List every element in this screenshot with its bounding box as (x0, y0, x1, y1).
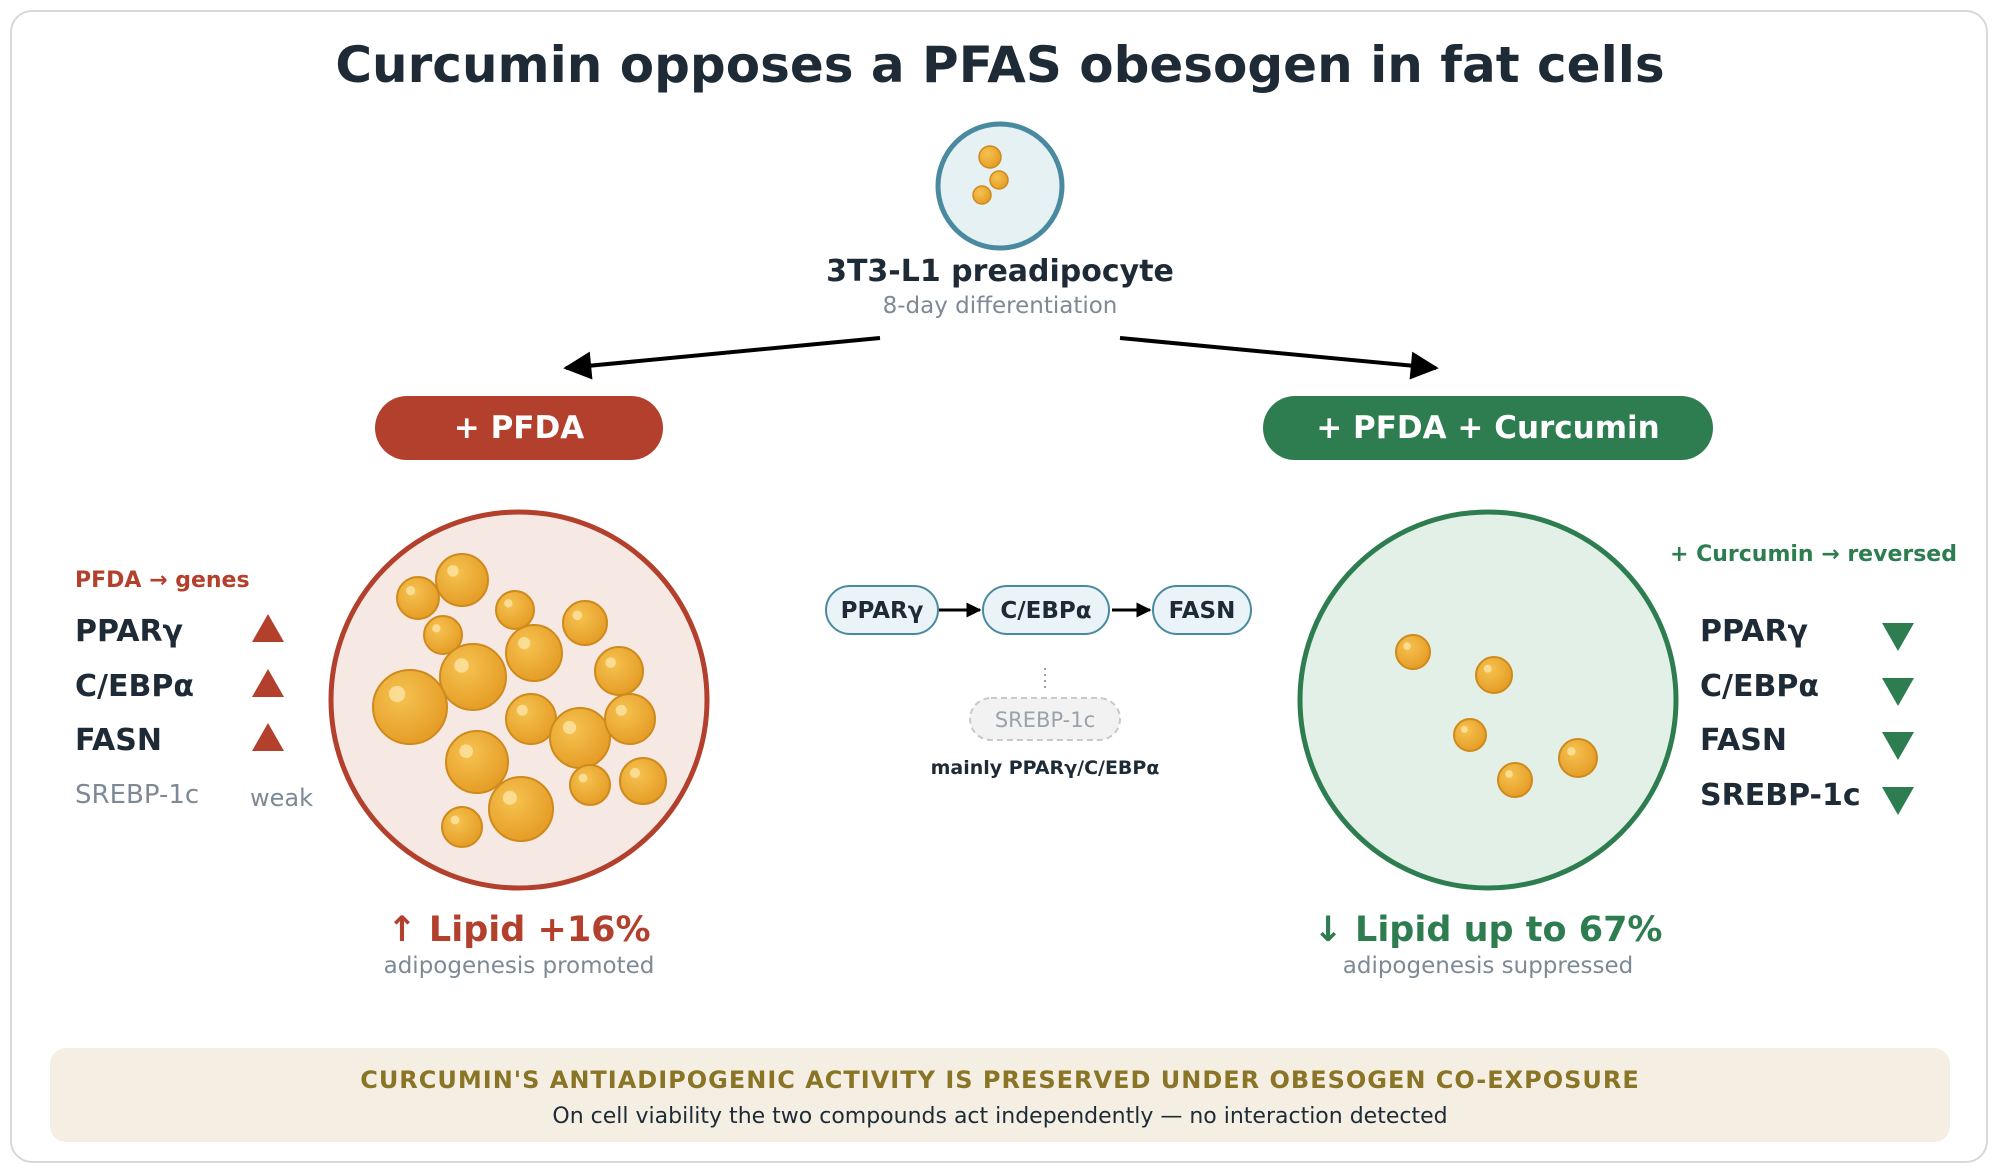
pfda-adipocyte-cell (328, 509, 710, 891)
srebp1c-weak-note: weak (250, 784, 313, 812)
lipid-droplet (569, 764, 611, 806)
lipid-droplet (1475, 656, 1513, 694)
page-title: Curcumin opposes a PFAS obesogen in fat … (335, 36, 1664, 94)
curcumin-genes-heading: + Curcumin → reversed (1670, 542, 1957, 567)
droplet-highlight (454, 658, 469, 673)
pathway-node-cebpa: C/EBPα (982, 585, 1110, 635)
droplet-highlight (450, 815, 460, 825)
droplet-highlight (447, 565, 459, 577)
droplet-highlight (1403, 642, 1411, 650)
pathway-minor-label: SREBP-1c (995, 708, 1095, 732)
droplet-highlight (388, 685, 406, 703)
pfda-lipid-result: ↑ Lipid +16% (387, 910, 650, 950)
curcumin-gene-srebp1c: SREBP-1c (1700, 778, 1861, 813)
lipid-droplet (604, 693, 656, 745)
conclusion-banner: CURCUMIN'S ANTIADIPOGENIC ACTIVITY IS PR… (50, 1048, 1950, 1142)
banner-headline: CURCUMIN'S ANTIADIPOGENIC ACTIVITY IS PR… (360, 1066, 1640, 1094)
droplet-highlight (502, 790, 517, 805)
lipid-droplet (505, 693, 557, 745)
droplet-highlight (432, 624, 441, 633)
droplet-highlight (1460, 725, 1468, 733)
droplet-highlight (572, 610, 583, 621)
lipid-droplet (488, 776, 554, 842)
droplet-highlight (578, 773, 588, 783)
pfda-genes-heading: PFDA → genes (75, 568, 250, 593)
start-cell-label: 3T3-L1 preadipocyte (826, 254, 1174, 289)
lipid-droplet (619, 757, 667, 805)
pfda-gene-pparg: PPARγ (75, 614, 183, 649)
curcumin-adipocyte-cell (1297, 509, 1679, 891)
pfda-pill-label: + PFDA (454, 410, 584, 446)
lipid-droplet (1453, 718, 1487, 752)
lipid-droplet (562, 600, 608, 646)
lipid-droplet (505, 624, 563, 682)
start-cell-sublabel: 8-day differentiation (883, 293, 1118, 319)
curcumin-result-sub: adipogenesis suppressed (1343, 953, 1633, 979)
pathway-node-label: PPARγ (841, 598, 924, 624)
lipid-droplet (435, 553, 489, 607)
up-arrow-icon (252, 669, 284, 697)
droplet-highlight (459, 744, 473, 758)
pfda-gene-srebp1c: SREBP-1c (75, 780, 199, 810)
curcumin-lipid-result: ↓ Lipid up to 67% (1314, 910, 1663, 950)
pathway-note: mainly PPARγ/C/EBPα (931, 757, 1160, 779)
preadipocyte-cell (935, 121, 1065, 251)
curcumin-gene-pparg: PPARγ (1700, 614, 1808, 649)
lipid-droplet (549, 707, 611, 769)
lipid-droplet (495, 590, 535, 630)
droplet-highlight (1505, 770, 1513, 778)
arrow-to-curcumin (1119, 336, 1439, 380)
lipid-droplet (441, 806, 483, 848)
down-arrow-icon (1882, 623, 1914, 651)
droplet-highlight (516, 704, 528, 716)
pfda-result-sub: adipogenesis promoted (384, 953, 655, 979)
pathway-node-label: C/EBPα (1000, 598, 1091, 624)
curcumin-condition-pill: + PFDA + Curcumin (1263, 396, 1713, 460)
signaling-pathway: PPARγ C/EBPα FASN SREBP-1c mainly PPARγ/… (825, 585, 1252, 779)
lipid-droplet (594, 646, 644, 696)
lipid-droplet (989, 170, 1009, 190)
lipid-droplet (1558, 738, 1598, 778)
curcumin-pill-label: + PFDA + Curcumin (1316, 410, 1660, 446)
pfda-condition-pill: + PFDA (375, 396, 663, 460)
lipid-droplet (972, 185, 992, 205)
droplet-highlight (504, 599, 513, 608)
banner-subtext: On cell viability the two compounds act … (552, 1104, 1447, 1129)
down-arrow-icon (1882, 787, 1914, 815)
up-arrow-icon (252, 723, 284, 751)
lipid-droplet (439, 643, 507, 711)
lipid-droplet (372, 669, 448, 745)
pfda-gene-cebpa: C/EBPα (75, 669, 194, 704)
curcumin-gene-fasn: FASN (1700, 723, 1787, 758)
droplet-highlight (615, 704, 627, 716)
pathway-node-fasn: FASN (1152, 585, 1252, 635)
lipid-droplet (445, 730, 509, 794)
droplet-highlight (406, 586, 416, 596)
lipid-droplet (1395, 634, 1431, 670)
down-arrow-icon (1882, 732, 1914, 760)
droplet-highlight (629, 767, 641, 779)
lipid-droplet (396, 576, 440, 620)
lipid-droplet (1497, 762, 1533, 798)
pathway-node-pparg: PPARγ (825, 585, 939, 635)
curcumin-gene-cebpa: C/EBPα (1700, 669, 1819, 704)
droplet-highlight (1567, 747, 1576, 756)
up-arrow-icon (252, 614, 284, 642)
pathway-node-srebp1c: SREBP-1c (969, 697, 1121, 741)
droplet-highlight (562, 720, 577, 735)
lipid-droplet (978, 145, 1002, 169)
pfda-gene-fasn: FASN (75, 723, 162, 758)
pathway-node-label: FASN (1169, 598, 1236, 624)
arrow-to-pfda (563, 336, 881, 380)
droplet-highlight (518, 637, 531, 650)
down-arrow-icon (1882, 678, 1914, 706)
droplet-highlight (1483, 664, 1492, 673)
droplet-highlight (605, 657, 616, 668)
